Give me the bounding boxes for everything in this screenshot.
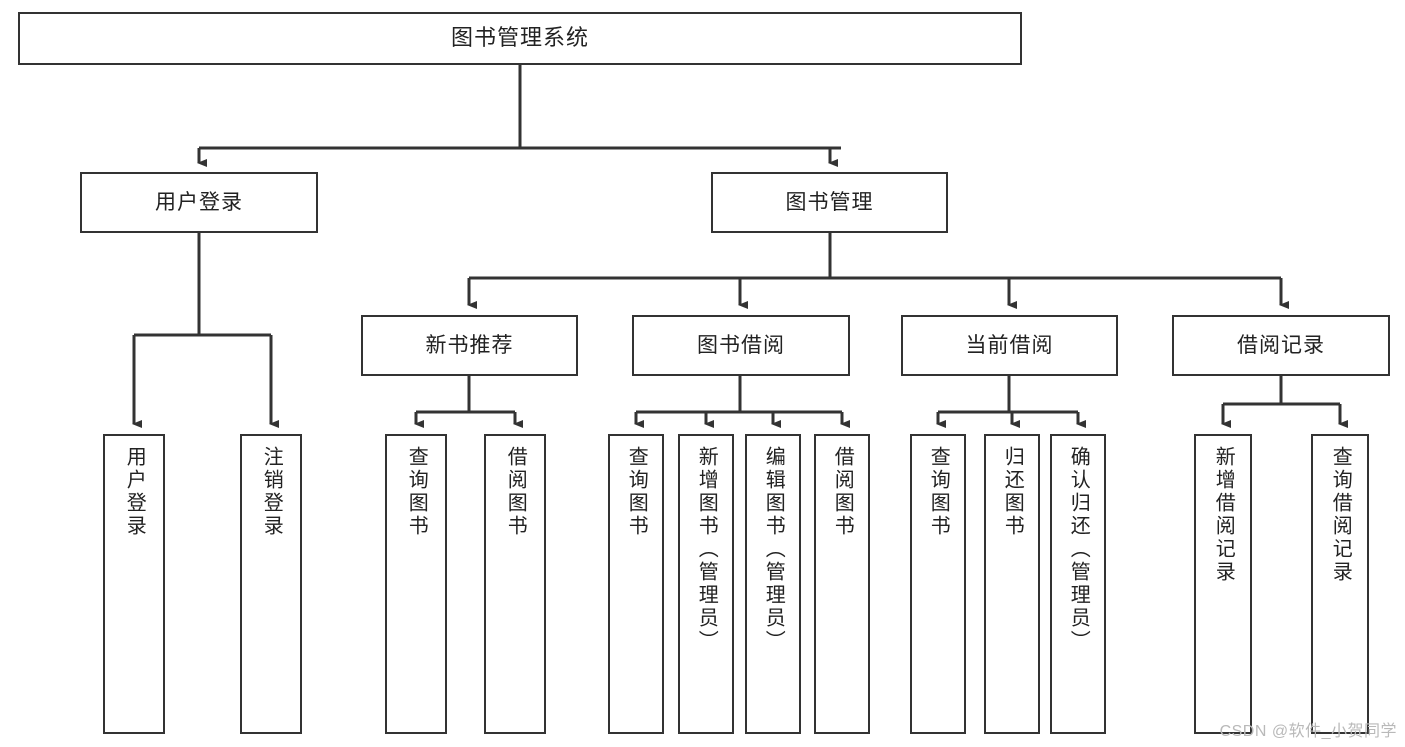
leaf-label: 归还图书 [1001, 446, 1024, 538]
leaf-label: 查询借阅记录 [1329, 446, 1352, 584]
leaf-label: 新增图书（管理员） [695, 446, 718, 653]
node-book-borrow[interactable]: 图书借阅 [632, 315, 850, 376]
leaf-label: 查询图书 [927, 446, 950, 538]
leaf-node[interactable]: 注销登录 [240, 434, 302, 734]
leaf-label: 借阅图书 [831, 446, 854, 538]
leaf-node[interactable]: 查询图书 [910, 434, 966, 734]
leaf-node[interactable]: 新增图书（管理员） [678, 434, 734, 734]
leaf-node[interactable]: 查询借阅记录 [1311, 434, 1369, 734]
leaf-label: 新增借阅记录 [1212, 446, 1235, 584]
leaf-node[interactable]: 借阅图书 [484, 434, 546, 734]
leaf-node[interactable]: 编辑图书（管理员） [745, 434, 801, 734]
leaf-node[interactable]: 用户登录 [103, 434, 165, 734]
leaf-label: 借阅图书 [504, 446, 527, 538]
node-current-borrow[interactable]: 当前借阅 [901, 315, 1118, 376]
leaf-node[interactable]: 归还图书 [984, 434, 1040, 734]
leaf-label: 注销登录 [260, 446, 283, 538]
node-new-book-recommend[interactable]: 新书推荐 [361, 315, 578, 376]
node-borrow-record[interactable]: 借阅记录 [1172, 315, 1390, 376]
leaf-node[interactable]: 查询图书 [385, 434, 447, 734]
watermark-text: CSDN @软件_小贺同学 [1219, 723, 1397, 740]
leaf-node[interactable]: 查询图书 [608, 434, 664, 734]
leaf-label: 用户登录 [123, 446, 146, 538]
node-user-login[interactable]: 用户登录 [80, 172, 318, 233]
leaf-label: 编辑图书（管理员） [762, 446, 785, 653]
node-root[interactable]: 图书管理系统 [18, 12, 1022, 65]
node-book-management[interactable]: 图书管理 [711, 172, 948, 233]
leaf-node[interactable]: 借阅图书 [814, 434, 870, 734]
leaf-label: 查询图书 [405, 446, 428, 538]
leaf-label: 查询图书 [625, 446, 648, 538]
leaf-node[interactable]: 确认归还（管理员） [1050, 434, 1106, 734]
leaf-node[interactable]: 新增借阅记录 [1194, 434, 1252, 734]
leaf-label: 确认归还（管理员） [1067, 446, 1090, 653]
